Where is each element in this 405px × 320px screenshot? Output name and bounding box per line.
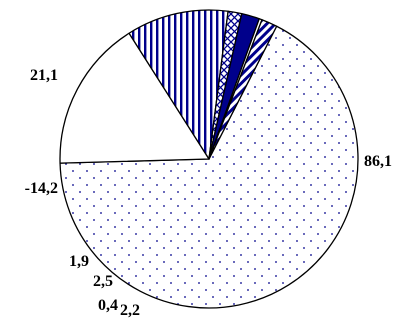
pie-slice-6 <box>208 19 278 160</box>
slice-label-minus-14-2: -14,2 <box>25 180 58 197</box>
slice-label-21-1: 21,1 <box>30 67 58 84</box>
pie-labels: 86,1 21,1 -14,2 1,9 2,5 0,4 2,2 <box>25 67 392 319</box>
slice-label-2-2: 2,2 <box>120 302 140 319</box>
pie-slice-1 <box>59 32 210 164</box>
slice-label-1-9: 1,9 <box>69 253 89 270</box>
slice-label-0-4: 0,4 <box>98 297 118 314</box>
slice-label-86-1: 86,1 <box>364 153 392 170</box>
pie-slices <box>59 9 359 309</box>
slice-label-2-5: 2,5 <box>93 273 113 290</box>
pie-slice-2 <box>128 9 229 160</box>
pie-slice-0 <box>59 25 359 309</box>
